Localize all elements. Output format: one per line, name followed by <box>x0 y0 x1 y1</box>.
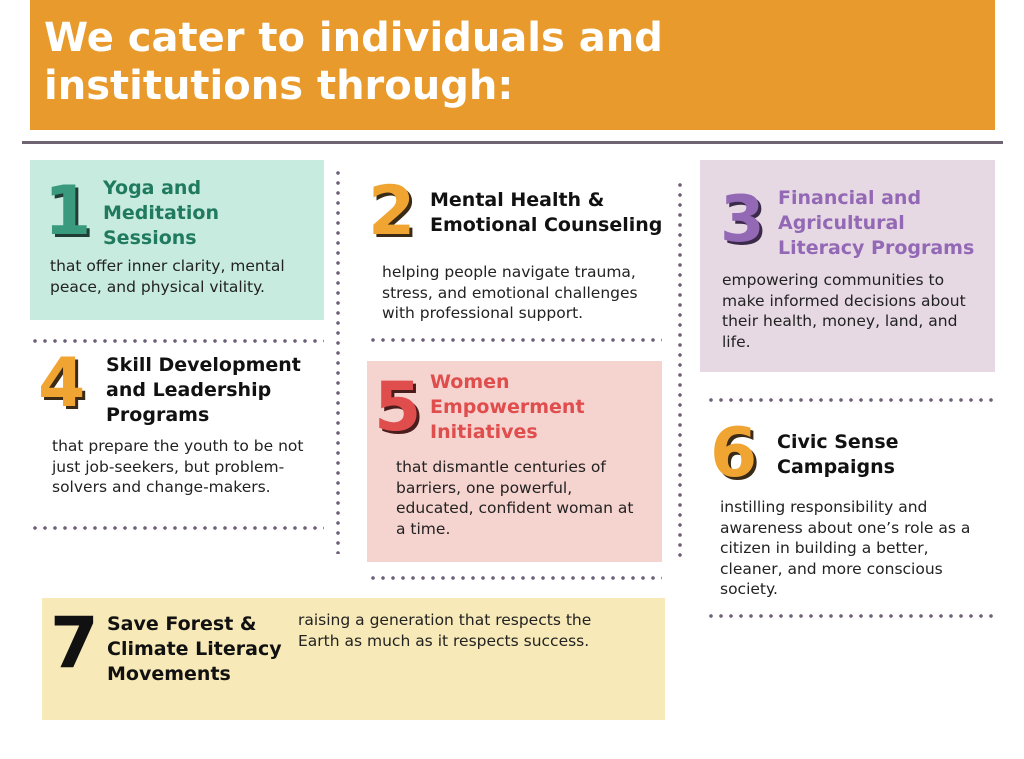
header-banner: We cater to individuals and institutions… <box>30 0 995 130</box>
item-number-4: 4 <box>38 344 86 423</box>
dotted-separator <box>368 576 662 580</box>
item-desc-5: that dismantle centuries of barriers, on… <box>396 458 634 538</box>
item-number-3: 3 <box>720 183 765 257</box>
item-title-1: Yoga and Meditation Sessions <box>103 177 219 249</box>
item-desc-4: that prepare the youth to be not just jo… <box>52 437 304 496</box>
dotted-separator-vertical <box>678 180 682 562</box>
item-desc-6: instilling responsibility and awareness … <box>720 498 971 598</box>
card-yoga-background <box>30 160 324 320</box>
item-title-2: Mental Health & Emotional Counseling <box>430 189 663 236</box>
page-title: We cater to individuals and institutions… <box>44 15 663 109</box>
dotted-separator <box>706 614 996 618</box>
item-desc-7: raising a generation that respects the E… <box>298 611 592 650</box>
item-desc-1: that offer inner clarity, mental peace, … <box>50 257 285 296</box>
item-number-2: 2 <box>368 172 416 251</box>
item-number-7: 7 <box>50 602 99 684</box>
dotted-separator <box>368 338 662 342</box>
item-title-4: Skill Development and Leadership Program… <box>106 354 301 426</box>
item-title-3: Financial and Agricultural Literacy Prog… <box>778 187 975 259</box>
card-financial-background <box>700 160 995 372</box>
dotted-separator <box>30 526 324 530</box>
item-number-5: 5 <box>374 368 422 447</box>
item-number-1: 1 <box>44 172 92 251</box>
dotted-separator-vertical <box>336 168 340 554</box>
item-title-7: Save Forest & Climate Literacy Movements <box>107 613 282 685</box>
card-forest-background <box>42 598 665 720</box>
dotted-separator <box>30 339 324 343</box>
item-desc-3: empowering communities to make informed … <box>722 271 966 351</box>
item-title-6: Civic Sense Campaigns <box>777 431 899 478</box>
dotted-separator <box>706 398 996 402</box>
header-divider <box>22 141 1003 144</box>
item-number-6: 6 <box>710 414 758 493</box>
item-title-5: Women Empowerment Initiatives <box>430 371 585 443</box>
item-desc-2: helping people navigate trauma, stress, … <box>382 263 638 322</box>
card-women-background <box>367 361 662 562</box>
